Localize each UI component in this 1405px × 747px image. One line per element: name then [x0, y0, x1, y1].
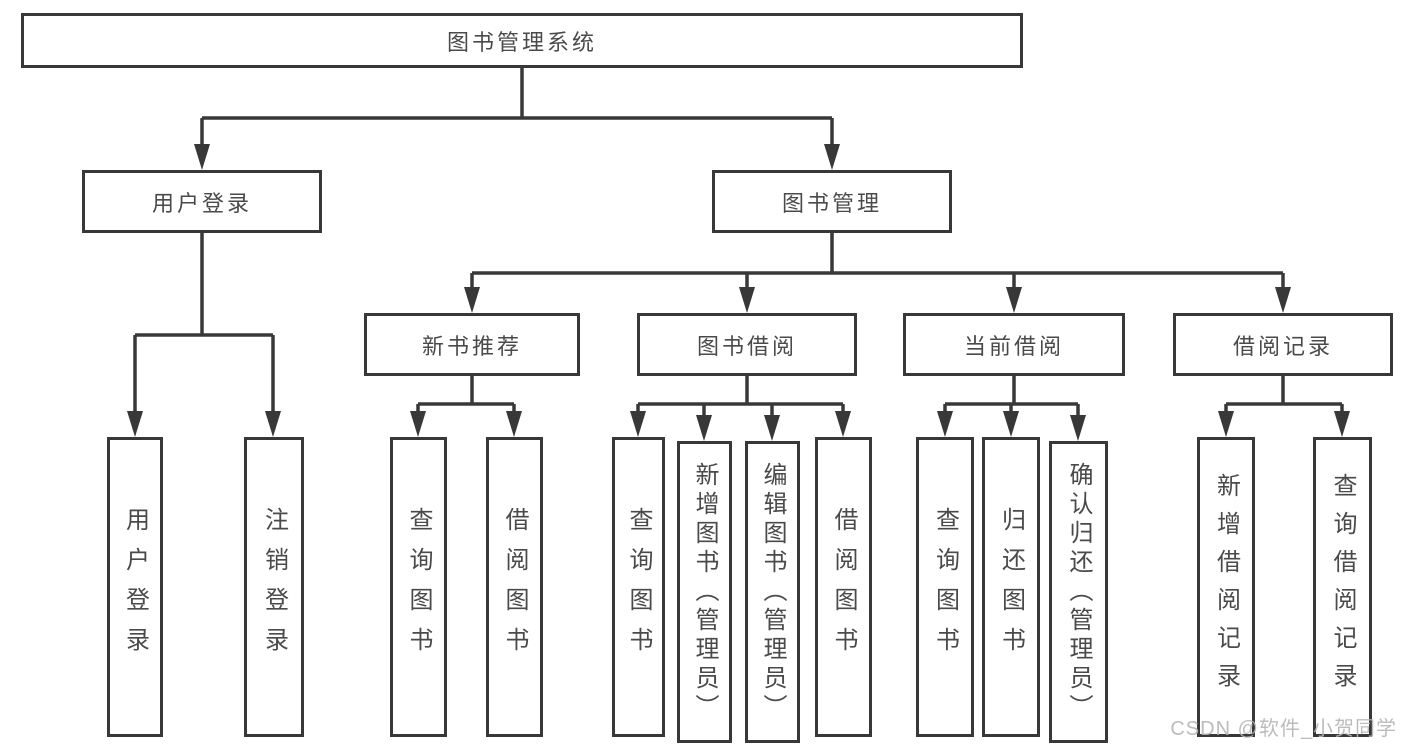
node-book-borrowing: 图书借阅 [637, 313, 857, 376]
leaf-current-return-books: 归还图书 [982, 437, 1040, 737]
leaf-current-query-books: 查询图书 [916, 437, 974, 737]
node-borrowing-records: 借阅记录 [1173, 313, 1393, 376]
leaf-borrowing-add-books-admin: 新增图书（管理员） [677, 441, 732, 743]
leaf-borrowing-query-books: 查询图书 [612, 437, 665, 737]
leaf-logout-login: 注销登录 [244, 437, 304, 737]
leaf-borrowing-borrow-books: 借阅图书 [815, 437, 872, 737]
leaf-records-query-record: 查询借阅记录 [1313, 437, 1372, 737]
leaf-recommend-query-books: 查询图书 [390, 437, 447, 737]
node-library-system: 图书管理系统 [21, 13, 1023, 68]
leaf-borrowing-edit-books-admin: 编辑图书（管理员） [745, 441, 800, 743]
leaf-recommend-borrow-books: 借阅图书 [486, 437, 543, 737]
node-book-management: 图书管理 [712, 170, 952, 233]
leaf-records-add-record: 新增借阅记录 [1197, 437, 1255, 737]
node-current-borrowing: 当前借阅 [903, 313, 1125, 376]
leaf-user-login: 用户登录 [107, 437, 163, 737]
leaf-current-confirm-return-admin: 确认归还（管理员） [1049, 441, 1108, 743]
node-new-book-recommend: 新书推荐 [364, 313, 580, 376]
csdn-watermark: CSDN @软件_小贺同学 [1170, 718, 1397, 740]
node-user-login: 用户登录 [82, 170, 322, 233]
